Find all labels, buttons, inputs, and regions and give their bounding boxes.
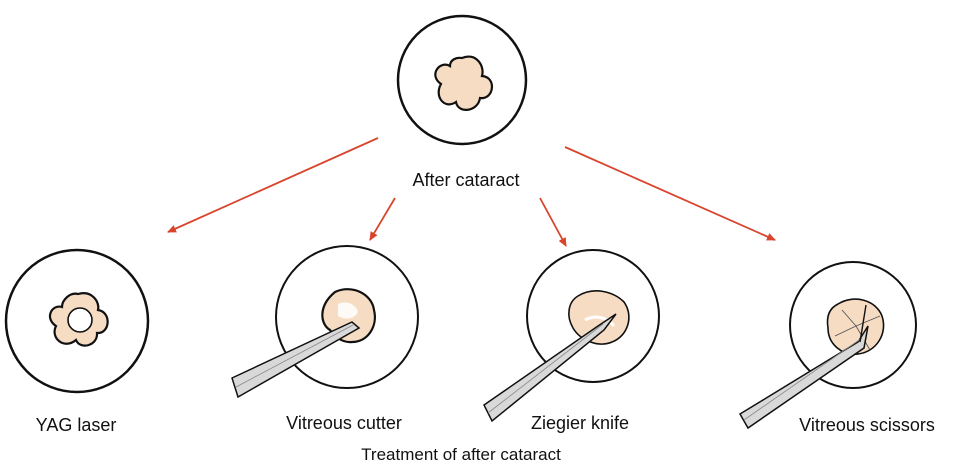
label-after-cataract: After cataract [412,170,519,191]
figure-caption: Treatment of after cataract [361,445,561,465]
label-vitreous-cutter: Vitreous cutter [286,413,402,434]
label-vitreous-scissors: Vitreous scissors [799,415,935,436]
eye-vitreous-scissors [740,262,916,428]
arrow-to-vitreous-scissors [565,147,775,240]
arrows [168,138,775,246]
label-yag-laser: YAG laser [36,415,117,436]
eye-after-cataract [398,16,526,144]
arrow-to-yag-laser [168,138,378,232]
arrow-to-ziegier-knife [540,198,566,246]
label-ziegier-knife: Ziegier knife [531,413,629,434]
arrow-to-vitreous-cutter [370,198,395,240]
eye-vitreous-cutter [232,246,418,397]
laser-aperture [68,308,92,332]
eye-ziegier-knife [484,250,659,421]
eye-yag-laser [6,250,148,392]
